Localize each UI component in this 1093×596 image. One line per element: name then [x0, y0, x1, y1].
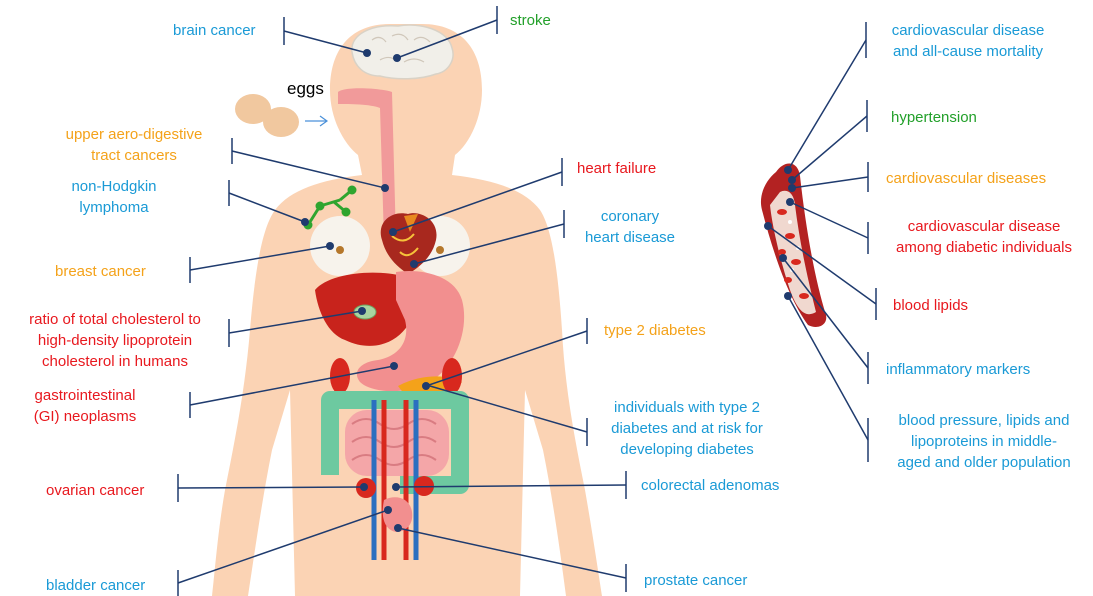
label-type-2-diabetes: type 2 diabetes: [604, 320, 706, 341]
label-colorectal-adenomas: colorectal adenomas: [641, 475, 779, 496]
label-prostate-cancer: prostate cancer: [644, 570, 747, 591]
label-breast-cancer: breast cancer: [55, 261, 146, 282]
label-hypertension: hypertension: [891, 107, 977, 128]
label-stroke: stroke: [510, 10, 551, 31]
label-inflammatory-markers: inflammatory markers: [886, 359, 1030, 380]
label-blood-lipids: blood lipids: [893, 295, 968, 316]
label-cardiovascular-diseases: cardiovascular diseases: [886, 168, 1046, 189]
egg-icon: [235, 94, 327, 137]
label-gi-neoplasms: gastrointestinal(GI) neoplasms: [22, 385, 148, 427]
label-brain-cancer: brain cancer: [173, 20, 256, 41]
eggs-label: eggs: [287, 78, 324, 99]
label-heart-failure: heart failure: [577, 158, 656, 179]
label-ovarian-cancer: ovarian cancer: [46, 480, 144, 501]
label-bladder-cancer: bladder cancer: [46, 575, 145, 596]
